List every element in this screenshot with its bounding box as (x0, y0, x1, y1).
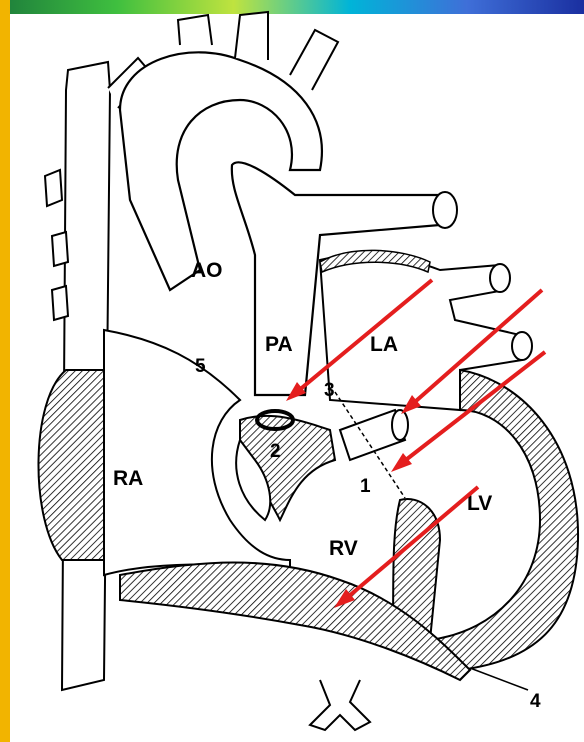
leader-line-4 (470, 668, 528, 690)
label-ra: RA (113, 467, 143, 490)
pa-branch-end (433, 192, 457, 228)
left-vein-stub-3 (52, 286, 68, 320)
label-2: 2 (270, 441, 281, 462)
label-3: 3 (324, 380, 335, 401)
left-ventricle-wall (430, 370, 578, 670)
la-vein-1 (490, 264, 510, 292)
shunt-tube-end (392, 410, 408, 440)
label-rv: RV (329, 537, 358, 560)
label-4: 4 (530, 691, 541, 712)
left-vein-stub-2 (52, 232, 68, 266)
arch-branch-1 (178, 15, 212, 45)
arch-branch-3 (290, 30, 338, 90)
lower-vessel (310, 680, 370, 730)
label-ao: AO (191, 259, 223, 282)
label-5: 5 (195, 356, 206, 377)
left-vein-stub-1 (45, 170, 62, 206)
label-la: LA (370, 333, 398, 356)
label-pa: PA (265, 333, 293, 356)
right-atrium (38, 370, 104, 560)
label-1: 1 (360, 476, 371, 497)
arch-branch-2 (235, 12, 268, 60)
la-vein-2 (512, 332, 532, 360)
